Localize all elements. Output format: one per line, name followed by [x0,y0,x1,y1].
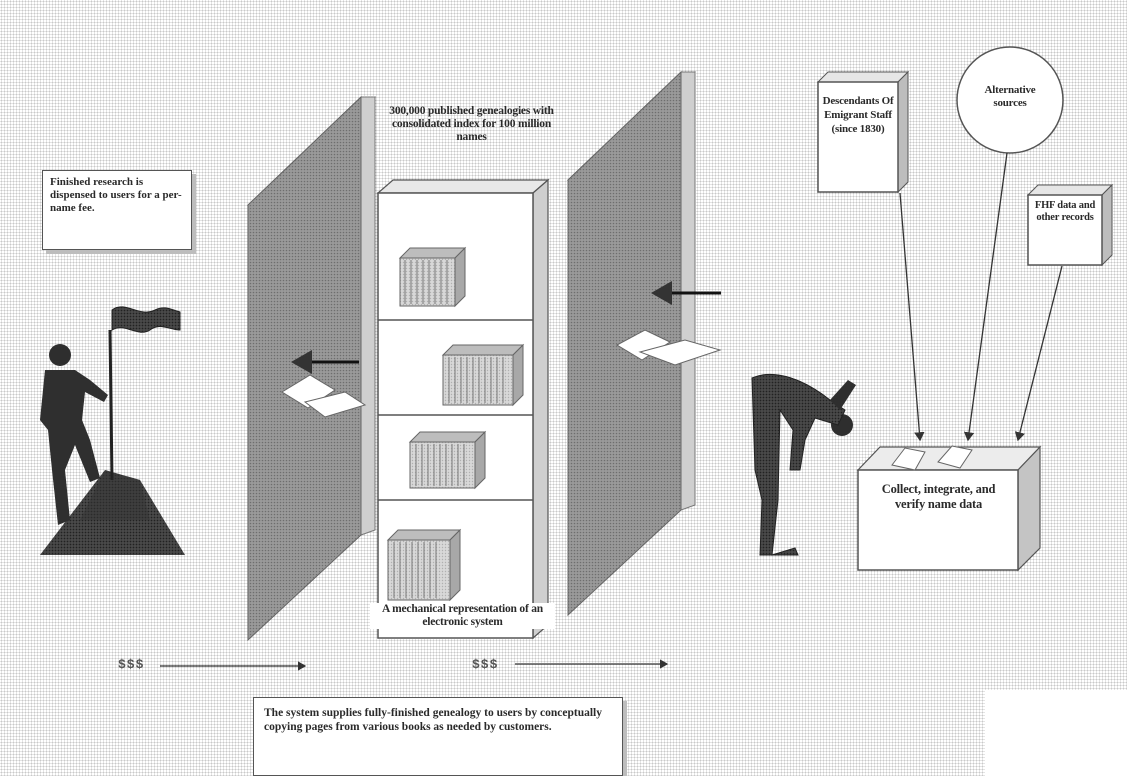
money-label-left: $$$ [118,657,144,672]
money-label-right: $$$ [472,657,498,672]
flag-icon [112,307,180,332]
person-head [49,344,71,366]
books-icon [388,530,460,600]
books-icon [443,345,523,405]
system-caption-box: The system supplies fully-finished genea… [253,697,623,776]
alternative-sources-label: Alternative sources [973,84,1047,110]
collect-data-label: Collect, integrate, and verify name data [866,482,1011,512]
left-panel [248,97,375,640]
books-icon [400,248,465,306]
descendants-of-emigrant-label: Descendants Of Emigrant Staff (since 183… [820,94,896,136]
books-icon [410,432,485,488]
flag-pole [110,330,112,480]
right-panel [568,72,721,615]
climber-with-flag-figure [40,307,185,555]
blank-corner [985,690,1127,776]
published-genealogies-label: 300,000 published genealogies with conso… [384,105,559,144]
finished-research-note: Finished research is dispensed to users … [42,170,192,250]
fhf-data-label: FHF data and other records [1030,200,1100,224]
bookshelf [378,180,548,638]
mechanical-representation-label: A mechanical representation of an electr… [370,603,555,629]
fhf-data-book [1028,185,1112,265]
researcher-figure [752,374,856,555]
